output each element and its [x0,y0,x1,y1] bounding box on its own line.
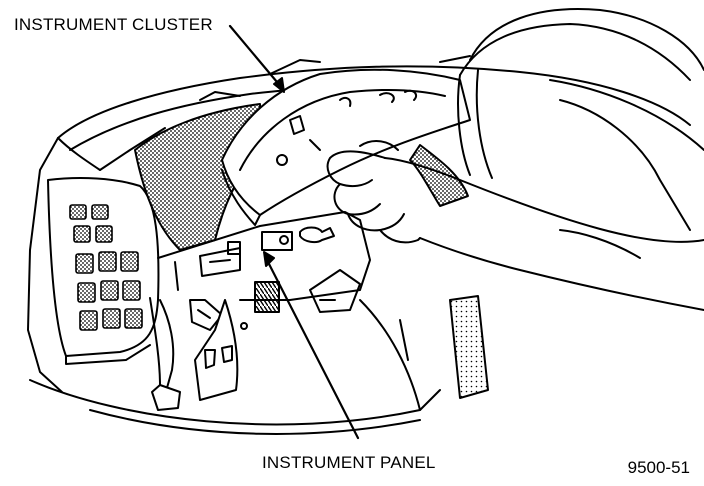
instrument-panel-label: INSTRUMENT PANEL [262,453,436,472]
instrument-cluster-leader [228,24,284,90]
dash-left-edge [27,137,63,393]
dash-hood-outline [57,65,691,139]
technician-arm [384,157,704,243]
switch-pod [47,177,160,357]
knee-bolster [29,379,441,426]
figure-number: 9500-51 [627,458,690,477]
steering-wheel-rim [469,8,704,71]
technician-hand [326,150,421,244]
instrument-panel-leader [266,260,360,440]
lower-dash-face [157,211,371,301]
wiring-harness [159,299,175,396]
switch-pod-buttons [69,204,143,331]
coiled-wire [254,281,280,313]
side-panel-shade [449,295,489,399]
instrument-cluster-label: INSTRUMENT CLUSTER [14,15,213,34]
steering-column-shadow [409,144,469,207]
